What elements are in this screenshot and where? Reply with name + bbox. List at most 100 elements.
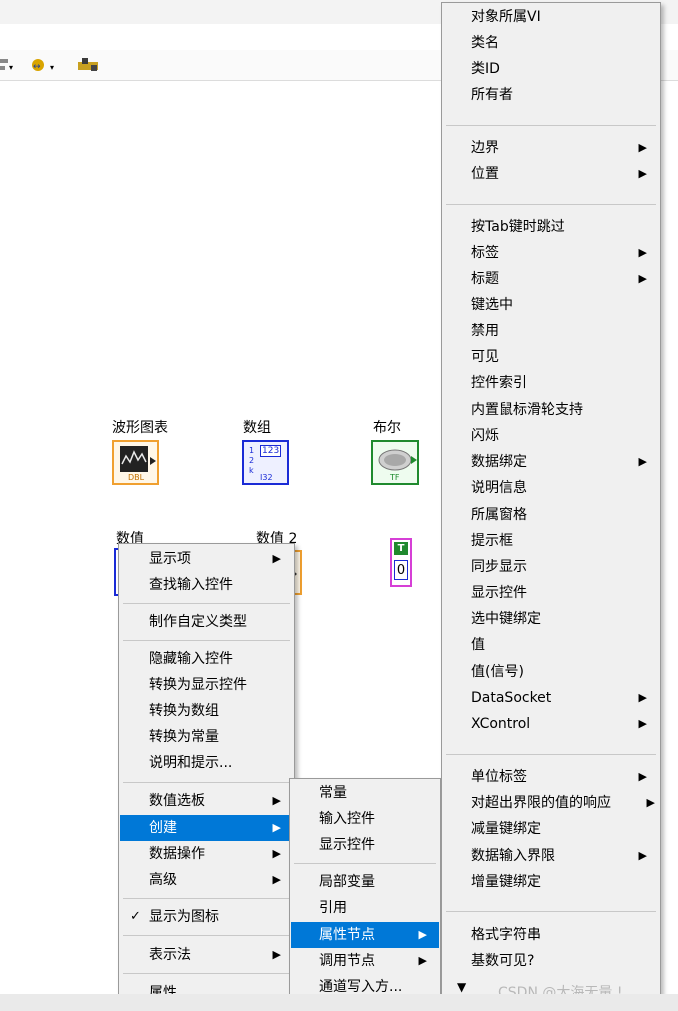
prop-blinking[interactable]: 闪烁 xyxy=(471,428,499,444)
prop-key-focus[interactable]: 键选中 xyxy=(471,297,513,313)
prop-increment-key-binding[interactable]: 增量键绑定 xyxy=(471,874,541,890)
prop-owner[interactable]: 所有者 xyxy=(471,87,513,103)
menu-separator xyxy=(446,754,656,755)
prop-decrement-key-binding[interactable]: 减量键绑定 xyxy=(471,821,541,837)
label-array: 数组 xyxy=(243,420,271,436)
menu-item-channel-writer[interactable]: 通道写入方... xyxy=(319,979,403,995)
prop-disabled[interactable]: 禁用 xyxy=(471,323,499,339)
label-waveform-chart: 波形图表 xyxy=(112,420,168,436)
svg-text:↔: ↔ xyxy=(33,62,41,72)
prop-xcontrol[interactable]: XControl▶ xyxy=(443,711,659,737)
menu-item-numeric-palette[interactable]: 数值选板▶ xyxy=(120,788,293,814)
svg-text:▾: ▾ xyxy=(50,63,54,72)
menu-item-reference[interactable]: 引用 xyxy=(319,900,347,916)
menu-item-visible-items[interactable]: 显示项▶ xyxy=(120,546,293,572)
boolean-type-tag: TF xyxy=(390,473,400,482)
prop-indicator[interactable]: 显示控件 xyxy=(471,585,527,601)
prop-caption[interactable]: 标题▶ xyxy=(443,266,659,292)
context-menu-property-node: 对象所属VI 类名 类ID 所有者 边界▶ 位置▶ 按Tab键时跳过 标签▶ 标… xyxy=(441,2,661,1004)
submenu-arrow-icon: ▶ xyxy=(272,873,281,886)
prop-control-index[interactable]: 控件索引 xyxy=(471,375,527,391)
waveform-chart-icon xyxy=(120,446,156,472)
boolean-constant-tag: T xyxy=(394,542,408,555)
prop-unit-label[interactable]: 单位标签▶ xyxy=(443,764,659,790)
prop-datasocket[interactable]: DataSocket▶ xyxy=(443,685,659,711)
waveform-chart-terminal[interactable]: DBL xyxy=(112,440,159,485)
prop-tip-strip[interactable]: 提示框 xyxy=(471,533,513,549)
prop-position[interactable]: 位置▶ xyxy=(443,161,659,187)
prop-bounds[interactable]: 边界▶ xyxy=(443,135,659,161)
context-menu-main: 显示项▶ 查找输入控件 制作自定义类型 隐藏输入控件 转换为显示控件 转换为数组… xyxy=(118,543,295,1009)
submenu-arrow-icon: ▶ xyxy=(638,141,647,154)
menu-item-find-control[interactable]: 查找输入控件 xyxy=(149,577,233,593)
prop-class-id[interactable]: 类ID xyxy=(471,61,500,77)
prop-skip-when-tabbing[interactable]: 按Tab键时跳过 xyxy=(471,219,565,235)
menu-item-change-to-constant[interactable]: 转换为常量 xyxy=(149,729,219,745)
prop-mouse-wheel-support[interactable]: 内置鼠标滑轮支持 xyxy=(471,402,583,418)
menu-item-view-as-icon[interactable]: ✓显示为图标 xyxy=(120,904,293,930)
prop-data-binding[interactable]: 数据绑定▶ xyxy=(443,449,659,475)
align-icon[interactable]: ▾ xyxy=(0,56,16,74)
waveform-type-tag: DBL xyxy=(128,473,145,482)
menu-separator xyxy=(123,935,290,936)
menu-item-invoke-node[interactable]: 调用节点▶ xyxy=(291,948,439,974)
prop-out-of-range-response[interactable]: 对超出界限的值的响应▶ xyxy=(443,790,659,816)
menu-separator xyxy=(123,782,290,783)
array-index-2: 2 xyxy=(249,456,255,465)
menu-separator xyxy=(123,603,290,604)
submenu-arrow-icon: ▶ xyxy=(638,246,647,259)
boolean-constant-value: 0 xyxy=(394,560,408,580)
submenu-arrow-icon: ▶ xyxy=(272,847,281,860)
boolean-led-icon xyxy=(378,449,417,471)
prop-data-entry-limits[interactable]: 数据输入界限▶ xyxy=(443,843,659,869)
reorder-icon[interactable] xyxy=(76,56,104,74)
prop-format-string[interactable]: 格式字符串 xyxy=(471,927,541,943)
array-terminal[interactable]: 1 2 k 123 I32 xyxy=(242,440,289,485)
submenu-arrow-icon: ▶ xyxy=(418,954,427,967)
menu-item-change-to-indicator[interactable]: 转换为显示控件 xyxy=(149,677,247,693)
prop-label[interactable]: 标签▶ xyxy=(443,240,659,266)
distribute-icon[interactable]: ↔▾ xyxy=(30,56,64,74)
prop-value-signaling[interactable]: 值(信号) xyxy=(471,664,524,680)
scroll-down-icon: ▼ xyxy=(457,980,467,994)
context-menu-create: 常量 输入控件 显示控件 局部变量 引用 属性节点▶ 调用节点▶ 通道写入方..… xyxy=(289,778,441,1003)
menu-item-create[interactable]: 创建▶ xyxy=(120,815,293,841)
menu-item-description-tip[interactable]: 说明和提示... xyxy=(149,755,233,771)
prop-visible[interactable]: 可见 xyxy=(471,349,499,365)
submenu-arrow-icon: ▶ xyxy=(638,272,647,285)
menu-item-data-operations[interactable]: 数据操作▶ xyxy=(120,841,293,867)
menu-separator xyxy=(294,863,436,864)
submenu-arrow-icon: ▶ xyxy=(418,928,427,941)
menu-item-constant[interactable]: 常量 xyxy=(319,785,347,801)
prop-owning-vi[interactable]: 对象所属VI xyxy=(471,9,541,25)
submenu-arrow-icon: ▶ xyxy=(638,691,647,704)
boolean-terminal[interactable]: TF xyxy=(371,440,419,485)
submenu-arrow-icon: ▶ xyxy=(638,770,647,783)
menu-item-control[interactable]: 输入控件 xyxy=(319,811,375,827)
submenu-arrow-icon: ▶ xyxy=(638,717,647,730)
prop-value[interactable]: 值 xyxy=(471,637,485,653)
prop-description[interactable]: 说明信息 xyxy=(471,480,527,496)
array-type-tag: I32 xyxy=(260,473,273,482)
menu-item-representation[interactable]: 表示法▶ xyxy=(120,942,293,968)
label-boolean: 布尔 xyxy=(373,420,401,436)
submenu-arrow-icon: ▶ xyxy=(272,948,281,961)
menu-item-indicator[interactable]: 显示控件 xyxy=(319,837,375,853)
prop-class-name[interactable]: 类名 xyxy=(471,35,499,51)
menu-item-local-variable[interactable]: 局部变量 xyxy=(319,874,375,890)
menu-item-change-to-array[interactable]: 转换为数组 xyxy=(149,703,219,719)
menu-item-make-typedef[interactable]: 制作自定义类型 xyxy=(149,614,247,630)
prop-synchronous-display[interactable]: 同步显示 xyxy=(471,559,527,575)
prop-key-navigation[interactable]: 选中键绑定 xyxy=(471,611,541,627)
boolean-constant[interactable]: T 0 xyxy=(390,538,412,587)
menu-item-hide-control[interactable]: 隐藏输入控件 xyxy=(149,651,233,667)
prop-owning-pane[interactable]: 所属窗格 xyxy=(471,507,527,523)
menu-scroll-down[interactable]: ▼ xyxy=(443,974,659,1000)
menu-item-advanced[interactable]: 高级▶ xyxy=(120,867,293,893)
submenu-arrow-icon: ▶ xyxy=(272,552,281,565)
menu-item-property-node[interactable]: 属性节点▶ xyxy=(291,922,439,948)
submenu-arrow-icon: ▶ xyxy=(638,167,647,180)
array-num-icon: 123 xyxy=(260,445,282,457)
menu-separator xyxy=(123,973,290,974)
prop-radix-visible[interactable]: 基数可见? xyxy=(471,953,535,969)
